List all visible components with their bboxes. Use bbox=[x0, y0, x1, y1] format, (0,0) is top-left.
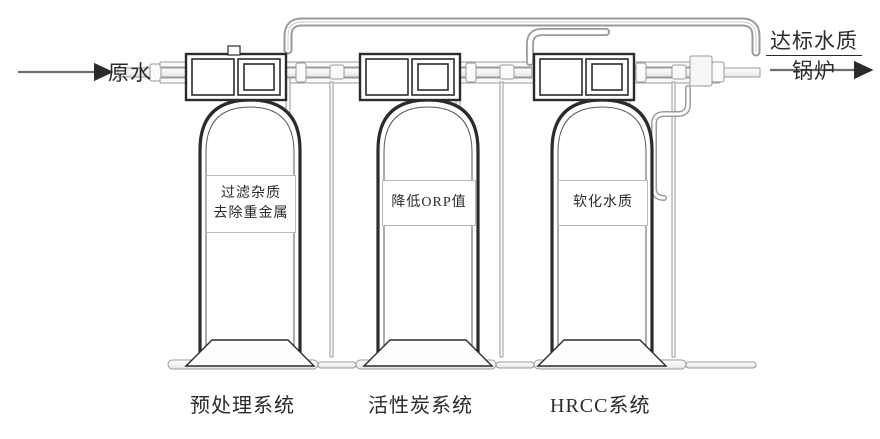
caption-activated-carbon: 活性炭系统 bbox=[368, 395, 473, 417]
inlet-label: 原水 bbox=[108, 61, 152, 85]
outlet-label-group: 达标水质 锅炉 bbox=[766, 28, 862, 85]
caption-hrcc: HRCC系统 bbox=[550, 395, 651, 417]
tank-text-line-2: 去除重金属 bbox=[213, 206, 289, 221]
tank-text-line-1: 过滤杂质 bbox=[221, 185, 281, 201]
tank-text-box-activated-carbon: 降低ORP值 bbox=[382, 180, 476, 226]
tank-text-line-1: 降低ORP值 bbox=[391, 194, 467, 210]
outlet-label-top: 达标水质 bbox=[766, 28, 862, 57]
tank-text-box-pretreatment: 过滤杂质 去除重金属 bbox=[206, 175, 296, 233]
caption-pretreatment: 预处理系统 bbox=[190, 395, 295, 417]
tank-text-line-1: 软化水质 bbox=[573, 194, 633, 210]
tank-text-box-hrcc: 软化水质 bbox=[558, 180, 648, 226]
outlet-label-bottom: 锅炉 bbox=[792, 59, 836, 84]
